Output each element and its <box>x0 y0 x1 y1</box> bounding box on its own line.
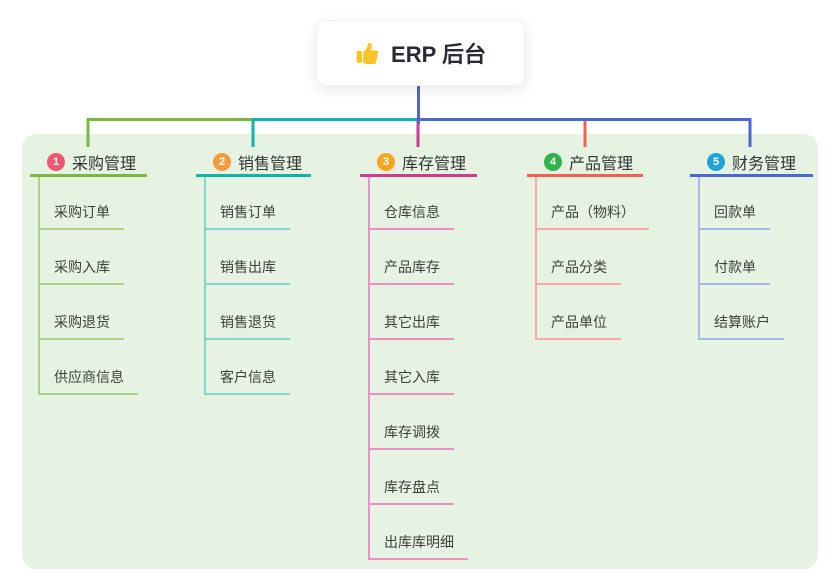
child-node[interactable]: 产品分类 <box>535 257 621 285</box>
topic-number-badge: 2 <box>213 152 231 171</box>
topic-node-5[interactable]: 5 财务管理 <box>690 149 813 177</box>
child-node[interactable]: 仓库信息 <box>368 202 454 230</box>
child-node[interactable]: 销售订单 <box>204 202 290 230</box>
branch-trunk-line <box>204 177 206 395</box>
child-node[interactable]: 销售退货 <box>204 312 290 340</box>
topic-number-badge: 4 <box>544 152 562 171</box>
child-node[interactable]: 采购入库 <box>38 257 124 285</box>
child-node[interactable]: 库存盘点 <box>368 477 454 505</box>
child-node[interactable]: 采购订单 <box>38 202 124 230</box>
child-node[interactable]: 产品（物料） <box>535 202 649 230</box>
topic-label: 库存管理 <box>402 155 467 173</box>
topic-node-3[interactable]: 3 库存管理 <box>360 149 477 177</box>
topic-label: 销售管理 <box>238 155 303 173</box>
topic-number-badge: 3 <box>377 152 395 171</box>
child-node[interactable]: 产品库存 <box>368 257 454 285</box>
topic-node-4[interactable]: 4 产品管理 <box>527 149 643 177</box>
child-node[interactable]: 供应商信息 <box>38 367 138 395</box>
child-node[interactable]: 付款单 <box>698 257 770 285</box>
child-node[interactable]: 出库库明细 <box>368 532 468 560</box>
branch-trunk-line <box>38 177 40 395</box>
child-node[interactable]: 销售出库 <box>204 257 290 285</box>
topic-node-1[interactable]: 1 采购管理 <box>30 149 147 177</box>
child-node[interactable]: 采购退货 <box>38 312 124 340</box>
branch-trunk-line <box>368 177 370 560</box>
child-node[interactable]: 客户信息 <box>204 367 290 395</box>
branch-trunk-line <box>698 177 700 340</box>
topic-label: 采购管理 <box>72 155 137 173</box>
topic-label: 产品管理 <box>569 155 634 173</box>
child-node[interactable]: 产品单位 <box>535 312 621 340</box>
branches-background-panel <box>22 134 818 569</box>
topic-number-badge: 1 <box>47 152 65 171</box>
child-node[interactable]: 其它出库 <box>368 312 454 340</box>
child-node[interactable]: 其它入库 <box>368 367 454 395</box>
branch-trunk-line <box>535 177 537 340</box>
topic-number-badge: 5 <box>707 152 725 171</box>
child-node[interactable]: 库存调拨 <box>368 422 454 450</box>
root-title: ERP 后台 <box>391 42 486 67</box>
topic-label: 财务管理 <box>732 155 797 173</box>
topic-node-2[interactable]: 2 销售管理 <box>196 149 311 177</box>
child-node[interactable]: 回款单 <box>698 202 770 230</box>
root-node[interactable]: ERP 后台 <box>316 20 525 86</box>
child-node[interactable]: 结算账户 <box>698 312 784 340</box>
thumbs-up-icon <box>355 40 381 66</box>
